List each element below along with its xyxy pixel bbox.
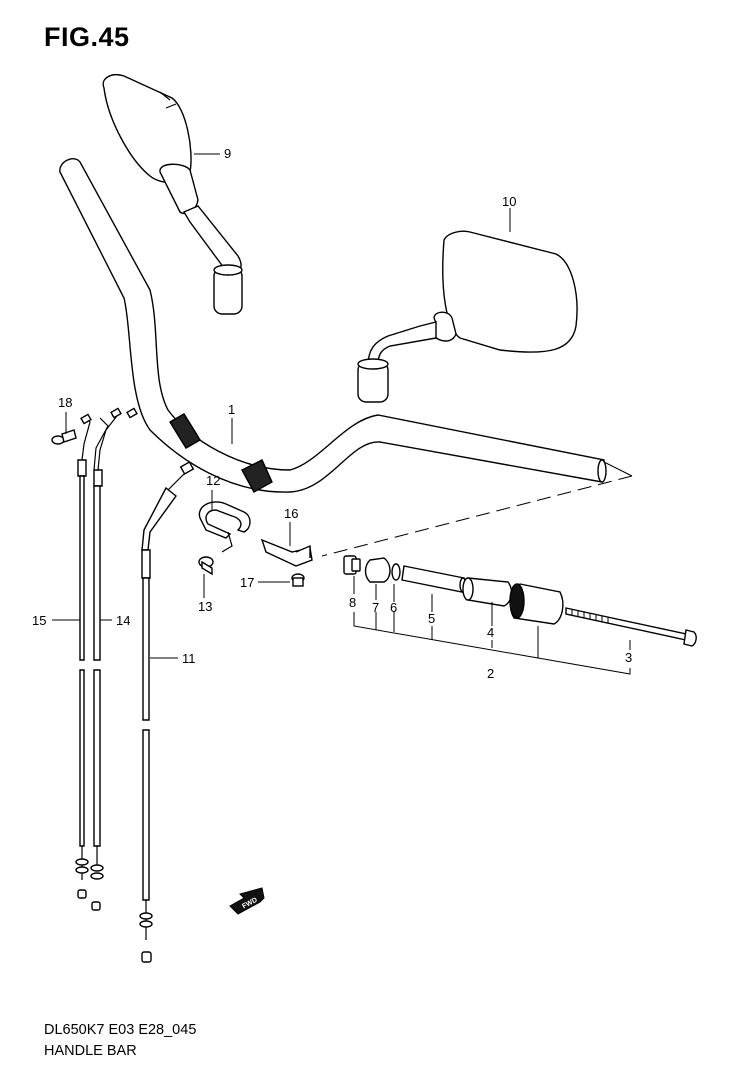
callout-17: 17: [240, 575, 254, 590]
collar-7[interactable]: [364, 557, 391, 583]
screw-18[interactable]: [51, 429, 77, 445]
throttle-cables[interactable]: [75, 407, 138, 911]
mirror-left[interactable]: [102, 74, 243, 315]
callout-7: 7: [372, 600, 379, 615]
fwd-direction-badge: FWD: [229, 887, 265, 915]
clamp-12[interactable]: [198, 501, 251, 553]
knurl-band-left: [169, 413, 201, 449]
bracket-16[interactable]: [260, 538, 313, 567]
bar-end-assembly[interactable]: [343, 555, 697, 647]
mirror-right[interactable]: [357, 230, 578, 403]
callout-16: 16: [284, 506, 298, 521]
bolt-17[interactable]: [291, 573, 305, 587]
callout-18: 18: [58, 395, 72, 410]
figure-title: FIG.45: [44, 22, 130, 52]
leader-lines: [52, 153, 631, 675]
callout-3: 3: [625, 650, 632, 665]
callout-6: 6: [390, 600, 397, 615]
callout-10: 10: [502, 194, 516, 209]
callout-4: 4: [487, 625, 494, 640]
callout-2: 2: [487, 666, 494, 681]
callout-14: 14: [116, 613, 130, 628]
callout-11: 11: [182, 651, 196, 666]
washer-6[interactable]: [391, 563, 401, 581]
diagram-code: DL650K7 E03 E28_045: [44, 1022, 197, 1038]
callout-1: 1: [228, 402, 235, 417]
callout-13: 13: [198, 599, 212, 614]
callout-8: 8: [349, 595, 356, 610]
callout-9: 9: [224, 146, 231, 161]
callout-12: 12: [206, 473, 220, 488]
nut-8[interactable]: [343, 555, 361, 575]
callout-15: 15: [32, 613, 46, 628]
knurl-band-right: [241, 459, 273, 493]
screw-13[interactable]: [198, 556, 214, 576]
callouts: 9 10 1 18 12 16 17 13 15 14 11 8 7 6 5 4…: [32, 146, 632, 681]
bar-end-weight[interactable]: [509, 583, 564, 625]
diagram-name: HANDLE BAR: [44, 1043, 137, 1059]
bolt-3[interactable]: [565, 607, 697, 647]
handlebar[interactable]: [59, 158, 607, 493]
tube-5[interactable]: [401, 565, 467, 593]
rubber-4[interactable]: [462, 577, 513, 607]
callout-5: 5: [428, 611, 435, 626]
clutch-cable[interactable]: [139, 461, 195, 963]
